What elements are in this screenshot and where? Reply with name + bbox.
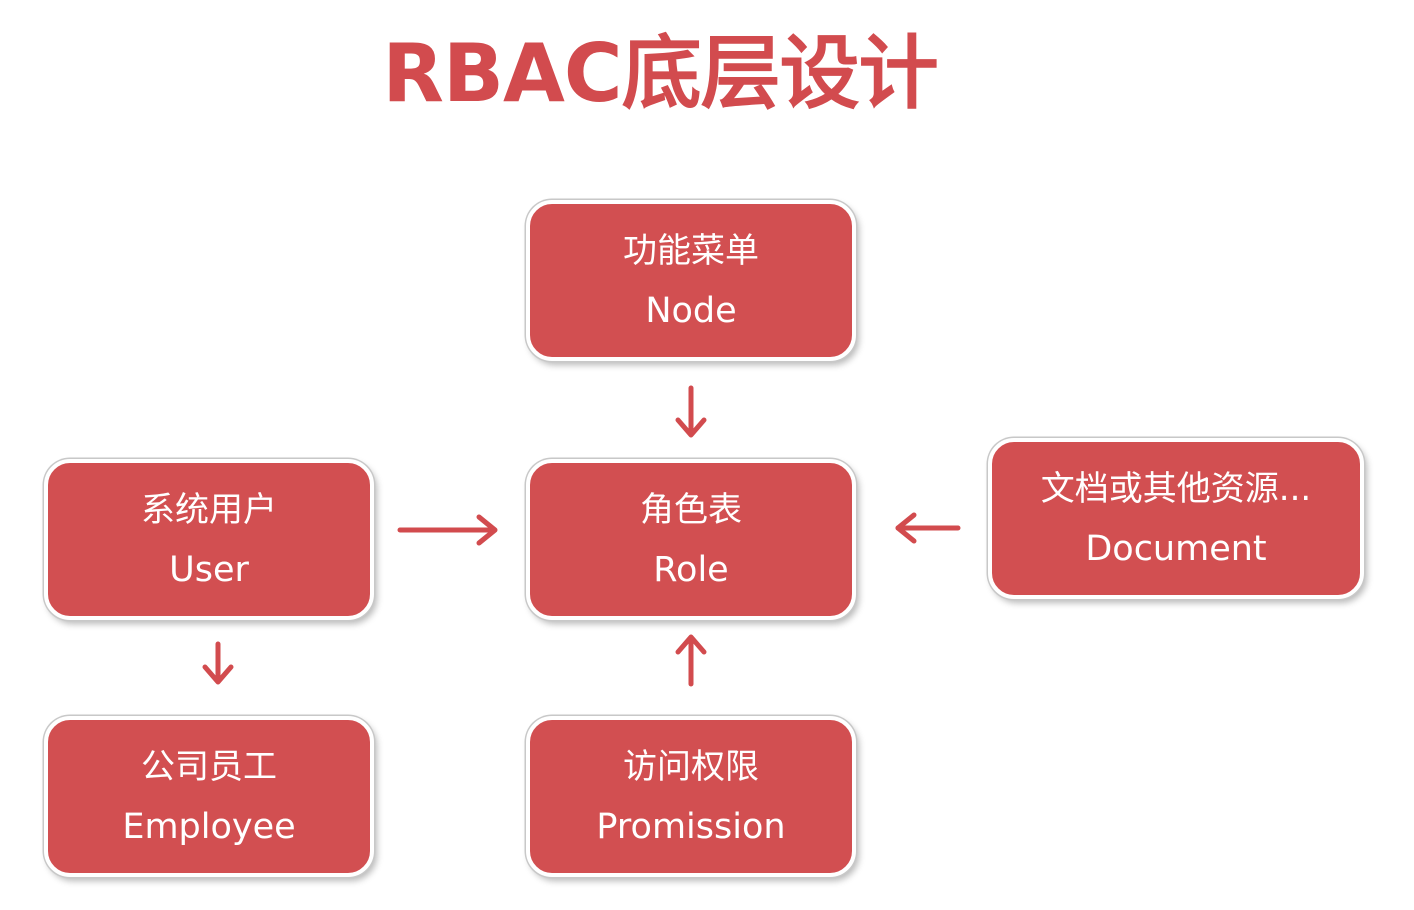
user-box-en-label: User (169, 549, 249, 590)
arrow-permission-to-role (675, 634, 707, 687)
node-box-cn-label: 功能菜单 (623, 230, 759, 271)
employee-box-cn-label: 公司员工 (141, 746, 277, 787)
user-box-cn-label: 系统用户 (141, 489, 277, 530)
arrow-user-to-role (397, 514, 498, 546)
role-box-cn-label: 角色表 (640, 489, 742, 530)
document-box: 文档或其他资源... Document (988, 438, 1364, 599)
permission-box-cn-label: 访问权限 (623, 746, 759, 787)
role-box: 角色表 Role (526, 459, 856, 620)
employee-box-en-label: Employee (122, 806, 296, 847)
node-box-en-label: Node (645, 290, 737, 331)
arrow-document-to-role (895, 512, 961, 544)
arrow-node-to-role (675, 385, 707, 438)
role-box-en-label: Role (653, 549, 729, 590)
document-box-cn-label: 文档或其他资源... (1040, 468, 1312, 509)
node-box: 功能菜单 Node (526, 200, 856, 361)
page-title: RBAC底层设计 (382, 27, 938, 120)
permission-box-en-label: Promission (596, 806, 786, 847)
arrow-user-to-employee (202, 641, 234, 685)
document-box-en-label: Document (1085, 528, 1267, 569)
employee-box: 公司员工 Employee (44, 716, 374, 877)
user-box: 系统用户 User (44, 459, 374, 620)
permission-box: 访问权限 Promission (526, 716, 856, 877)
